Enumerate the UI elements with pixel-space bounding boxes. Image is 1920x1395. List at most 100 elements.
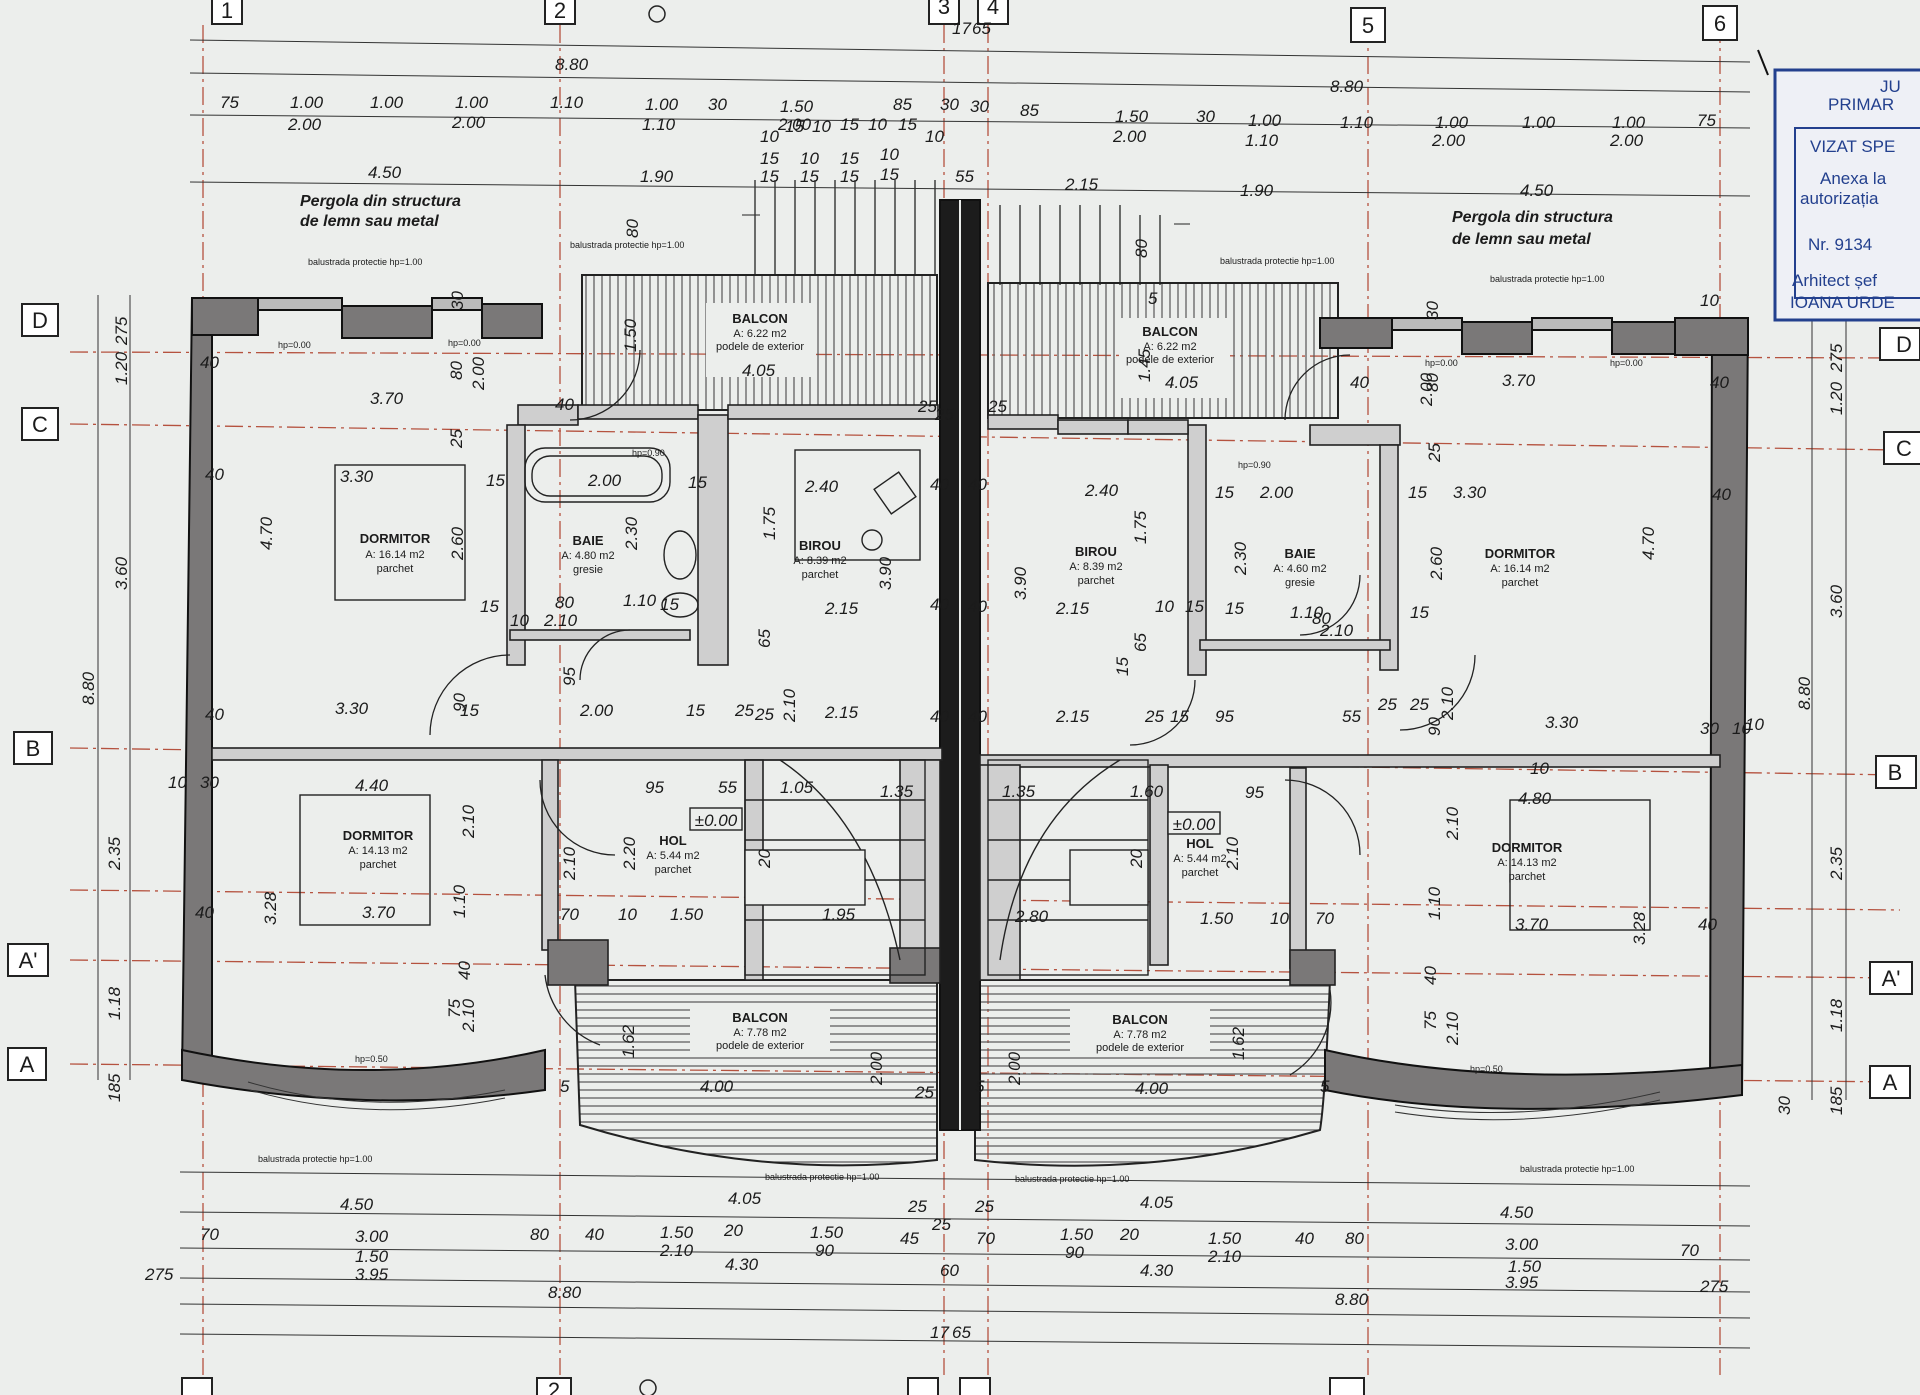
svg-text:4.30: 4.30 xyxy=(1140,1261,1174,1280)
svg-text:10: 10 xyxy=(760,127,779,146)
pergola-spacing: 10 15 10 15 10 15 10 15 10 15 10 15 15 1… xyxy=(760,115,944,186)
svg-text:1.50: 1.50 xyxy=(621,318,640,352)
svg-text:balustrada protectie hp=1.00: balustrada protectie hp=1.00 xyxy=(1520,1164,1634,1174)
svg-text:3.90: 3.90 xyxy=(1011,566,1030,600)
svg-text:4.00: 4.00 xyxy=(1135,1079,1169,1098)
svg-text:10: 10 xyxy=(510,611,529,630)
svg-text:15: 15 xyxy=(880,165,899,184)
svg-text:40: 40 xyxy=(1295,1229,1314,1248)
bottom-curved-walls xyxy=(181,1048,1743,1121)
axis-label-2-bottom: 2 xyxy=(548,1378,560,1395)
staircase-right xyxy=(987,759,1149,976)
svg-text:185: 185 xyxy=(105,1073,124,1102)
svg-text:Arhitect șef: Arhitect șef xyxy=(1792,271,1877,290)
svg-text:VIZAT SPE: VIZAT SPE xyxy=(1810,137,1895,156)
svg-text:hp=0.00: hp=0.00 xyxy=(1425,358,1458,368)
svg-text:10: 10 xyxy=(868,115,887,134)
svg-text:1.50: 1.50 xyxy=(660,1223,694,1242)
svg-text:4.30: 4.30 xyxy=(725,1255,759,1274)
svg-text:D: D xyxy=(1896,332,1912,357)
pergola-slats-right xyxy=(999,205,1161,285)
svg-text:podele de exterior: podele de exterior xyxy=(716,1040,804,1052)
svg-text:80: 80 xyxy=(555,593,574,612)
svg-text:80: 80 xyxy=(530,1225,549,1244)
svg-text:25: 25 xyxy=(987,397,1007,416)
svg-text:4.40: 4.40 xyxy=(355,776,389,795)
axis-label-C-left: C xyxy=(21,407,59,441)
svg-text:1: 1 xyxy=(221,0,233,23)
svg-text:1.00: 1.00 xyxy=(1612,113,1646,132)
svg-text:10: 10 xyxy=(1155,597,1174,616)
svg-text:4.50: 4.50 xyxy=(1500,1203,1534,1222)
svg-text:PRIMAR: PRIMAR xyxy=(1828,95,1894,114)
axis-label-2: 2 xyxy=(544,0,576,25)
svg-text:C: C xyxy=(1896,436,1912,461)
svg-text:30: 30 xyxy=(1196,107,1215,126)
svg-text:4.80: 4.80 xyxy=(1518,789,1552,808)
svg-text:65: 65 xyxy=(755,629,774,648)
svg-text:DORMITOR: DORMITOR xyxy=(360,531,431,546)
svg-text:20: 20 xyxy=(1119,1225,1139,1244)
svg-text:40: 40 xyxy=(1421,966,1440,985)
row-axis-labels-left: D C B A' A xyxy=(7,303,59,1081)
svg-text:BAIE: BAIE xyxy=(1284,546,1315,561)
svg-text:3: 3 xyxy=(938,0,950,19)
svg-text:8.80: 8.80 xyxy=(548,1283,582,1302)
svg-text:A: 16.14 m2: A: 16.14 m2 xyxy=(365,549,424,561)
svg-text:1.10: 1.10 xyxy=(1340,113,1374,132)
svg-text:40: 40 xyxy=(195,903,214,922)
axis-label-D-left: D xyxy=(21,303,59,337)
svg-text:BAIE: BAIE xyxy=(572,533,603,548)
svg-text:Pergola din structura: Pergola din structura xyxy=(1452,209,1613,226)
svg-text:40: 40 xyxy=(1350,373,1369,392)
svg-text:4.05: 4.05 xyxy=(1165,373,1199,392)
axis-label-5: 5 xyxy=(1350,7,1386,43)
svg-text:1.50: 1.50 xyxy=(1060,1225,1094,1244)
svg-text:25: 25 xyxy=(1144,707,1164,726)
svg-text:30: 30 xyxy=(1423,301,1442,320)
svg-text:30: 30 xyxy=(940,95,959,114)
svg-text:5: 5 xyxy=(1362,13,1374,38)
svg-text:A: 14.13 m2: A: 14.13 m2 xyxy=(348,845,407,857)
axis-label-1: 1 xyxy=(211,0,243,25)
svg-text:2.00: 2.00 xyxy=(579,701,614,720)
svg-text:5: 5 xyxy=(560,1077,570,1096)
column-axis-labels: 1 2 3 4 5 6 2 xyxy=(181,0,1738,1395)
axis-label-6: 6 xyxy=(1702,5,1738,41)
svg-text:40: 40 xyxy=(205,705,224,724)
svg-text:A: 7.78 m2: A: 7.78 m2 xyxy=(1113,1029,1166,1041)
svg-text:40: 40 xyxy=(968,475,987,494)
svg-text:80: 80 xyxy=(623,219,642,238)
svg-text:15: 15 xyxy=(840,149,859,168)
svg-text:2.40: 2.40 xyxy=(1084,481,1119,500)
svg-text:parchet: parchet xyxy=(1502,577,1539,589)
svg-text:30: 30 xyxy=(708,95,727,114)
svg-text:8.80: 8.80 xyxy=(1335,1290,1369,1309)
svg-text:2.60: 2.60 xyxy=(1427,546,1446,581)
svg-text:2.15: 2.15 xyxy=(1055,599,1090,618)
svg-text:Pergola din structura: Pergola din structura xyxy=(300,193,461,210)
svg-text:3.30: 3.30 xyxy=(1453,483,1487,502)
svg-text:55: 55 xyxy=(1342,707,1361,726)
svg-text:8.80: 8.80 xyxy=(1330,77,1364,96)
svg-text:2.10: 2.10 xyxy=(780,688,799,723)
svg-text:3.70: 3.70 xyxy=(1502,371,1536,390)
svg-text:2.00: 2.00 xyxy=(1417,372,1436,407)
svg-text:1.18: 1.18 xyxy=(1827,998,1846,1032)
svg-text:1.20: 1.20 xyxy=(112,351,131,385)
svg-text:8.80: 8.80 xyxy=(555,55,589,74)
svg-text:3.60: 3.60 xyxy=(1827,584,1846,618)
svg-text:10: 10 xyxy=(925,127,944,146)
svg-text:1.00: 1.00 xyxy=(1435,113,1469,132)
svg-text:25: 25 xyxy=(974,1197,994,1216)
svg-text:de lemn sau metal: de lemn sau metal xyxy=(300,213,439,230)
svg-text:65: 65 xyxy=(1131,633,1150,652)
level-marks: ±0.00 ±0.00 xyxy=(689,807,1221,835)
svg-text:4.50: 4.50 xyxy=(368,163,402,182)
svg-text:podele de exterior: podele de exterior xyxy=(716,341,804,353)
svg-text:A: 8.39 m2: A: 8.39 m2 xyxy=(1069,561,1122,573)
